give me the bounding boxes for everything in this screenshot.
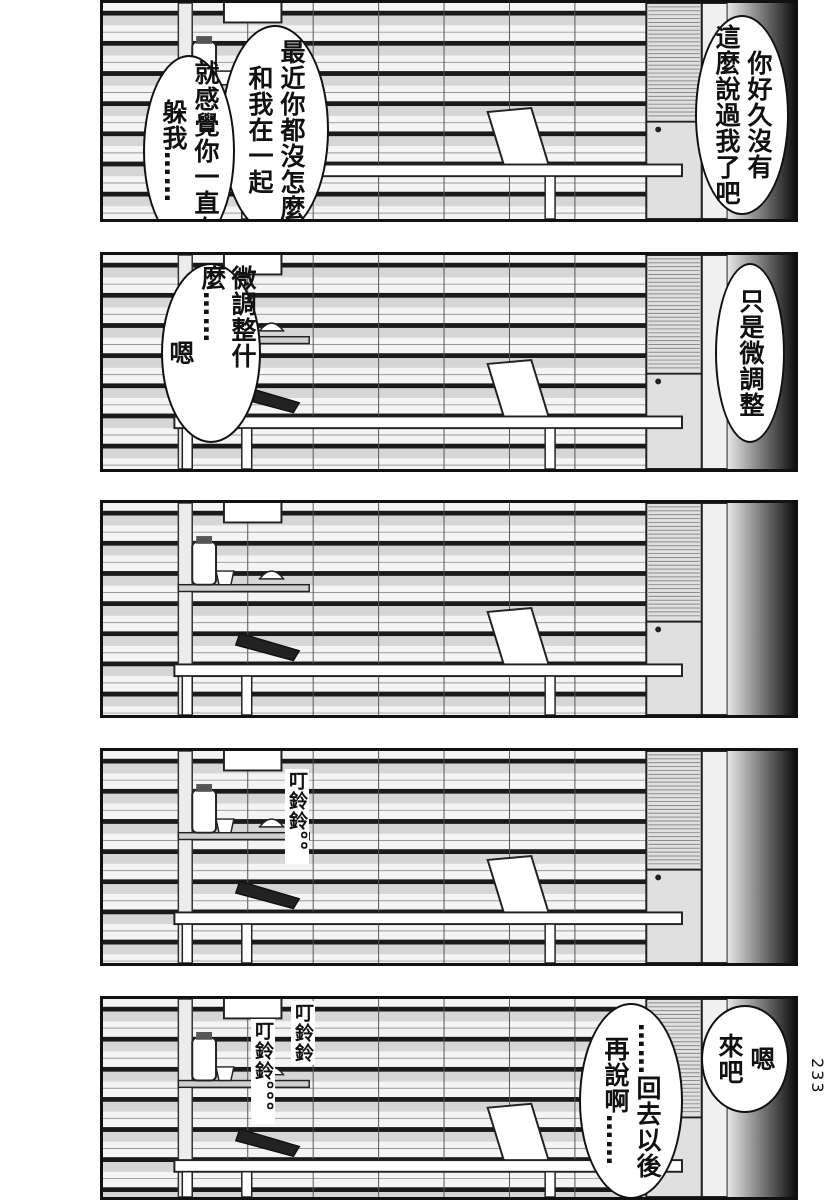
speech-bubble: 微調整什麼…… 嗯 [161,263,261,443]
dialogue-line: 微調整什麼…… [198,265,257,369]
manga-panel-2: 只是微調整 微調整什麼…… 嗯 [100,252,798,472]
window-blind [645,751,703,963]
sound-effect: 叮鈴鈴 [291,1001,315,1065]
dialogue-line: 和我在一起 [245,65,274,195]
shadow-wall [727,503,795,715]
manga-panel-1: 你好久沒有 這麼說過我了吧 最近你都沒怎麼 和我在一起 就感覺你一直在 躲我…… [100,0,798,222]
window-blind [645,503,703,715]
desk [173,1159,683,1173]
speech-bubble: 你好久沒有 這麼說過我了吧 [695,15,789,215]
wall-frame [222,503,283,524]
dialogue-line: 嗯 [747,1046,776,1072]
dialogue-line: 再說啊…… [601,1036,630,1166]
bowl [258,818,285,828]
speech-bubble: ……回去以後 再說啊…… [579,1003,683,1197]
dialogue-line: 來吧 [715,1033,744,1085]
manga-panel-5: 叮鈴鈴 叮鈴鈴。。。 嗯 來吧 ……回去以後 再說啊…… [100,996,798,1200]
wall-frame [222,751,283,772]
wall-frame [222,3,283,24]
cup [215,570,235,586]
dialogue-line: 嗯 [166,340,195,366]
tablet-device [234,1128,301,1158]
manga-panel-3 [100,500,798,718]
room-scene [103,503,795,715]
bowl [258,570,285,580]
shelf [177,583,310,593]
wall-frame [222,255,283,276]
speech-bubble: 就感覺你一直在 躲我…… [143,55,235,222]
room-scene [103,751,795,963]
dialogue-line: ……回去以後 [633,1023,662,1179]
shadow-wall [727,751,795,963]
desk [173,663,683,678]
jar [191,540,218,586]
cup [215,818,235,834]
dialogue-line: 這麼說過我了吧 [712,24,741,206]
desk [173,415,683,430]
window-frame [700,503,729,715]
speech-bubble: 嗯 來吧 [701,1005,789,1113]
dialogue-line: 最近你都沒怎麼 [277,39,306,221]
speech-bubble: 只是微調整 [715,263,785,443]
tablet-device [234,880,301,910]
room-scene [103,999,795,1197]
shelf [177,831,310,841]
tablet-device [234,632,301,662]
cup [215,1066,235,1082]
jar [191,1036,218,1082]
window-frame [700,751,729,963]
sound-effect: 叮鈴鈴。。。 [251,1019,275,1124]
window-blind [645,255,703,469]
manga-panel-4: 叮鈴鈴。。 [100,748,798,966]
dialogue-line: 就感覺你一直在 [191,60,220,222]
dialogue-line: 躲我…… [159,99,188,203]
dialogue-line: 你好久沒有 [744,50,773,180]
window-blind [645,3,703,219]
jar [191,788,218,834]
dialogue-line: 只是微調整 [736,288,765,418]
desk [173,911,683,926]
sound-effect: 叮鈴鈴。。 [285,769,309,864]
page-number: 233 [808,1058,827,1095]
speech-bubble: 最近你都沒怎麼 和我在一起 [221,25,329,221]
shelf [177,1079,310,1089]
bowl [258,322,285,332]
wall-frame [222,999,283,1020]
